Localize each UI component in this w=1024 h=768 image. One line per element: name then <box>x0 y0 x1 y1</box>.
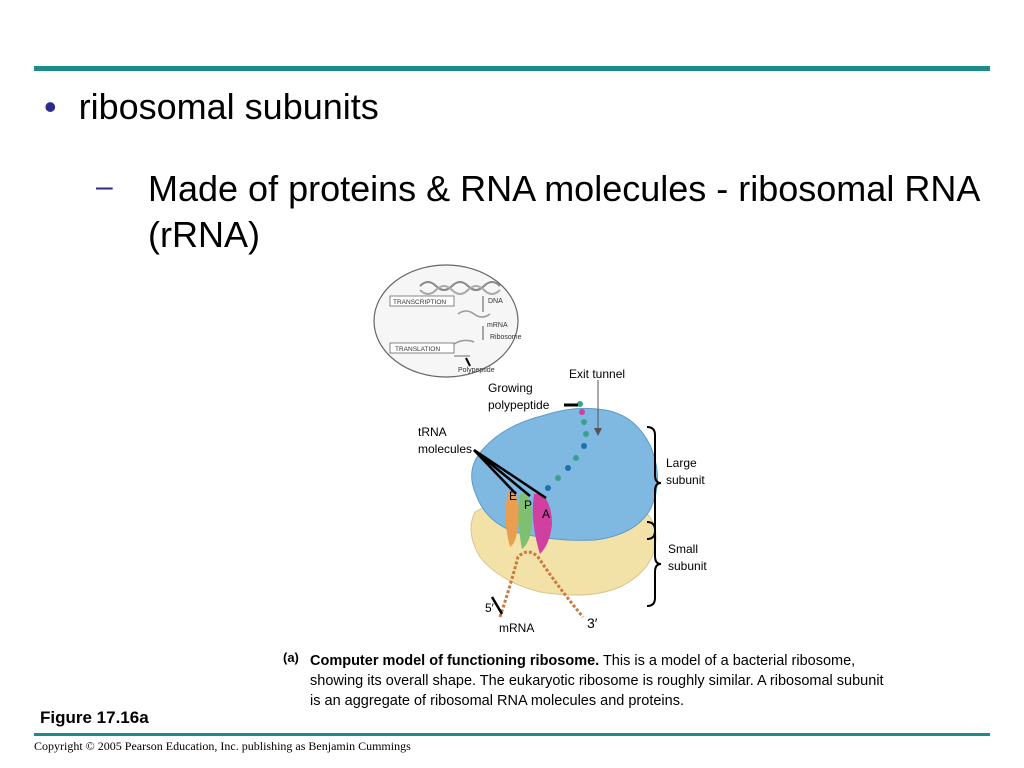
large-subunit-label: subunit <box>666 473 705 487</box>
growing-label: Growing <box>488 381 533 395</box>
caption-body: This is a model of a bacterial ribosome,… <box>310 653 884 709</box>
small-subunit-label: subunit <box>668 559 707 573</box>
transcription-label: TRANSCRIPTION <box>393 299 446 306</box>
e-site-trna <box>505 492 520 547</box>
dna-label: DNA <box>488 298 503 305</box>
mrna-strand <box>498 550 585 618</box>
caption-panel-label: (a) <box>283 650 299 665</box>
bullet-dot-icon: • <box>44 86 57 127</box>
small-subunit-brace <box>646 521 662 607</box>
large-subunit-shape <box>471 407 658 541</box>
figure-caption: Computer model of functioning ribosome. … <box>310 651 890 711</box>
bottom-rule <box>34 733 990 736</box>
polypeptide-label: Polypeptide <box>458 367 495 374</box>
transcription-box <box>389 295 455 307</box>
growing-polypeptide-chain <box>545 401 589 491</box>
inset-overview: TRANSCRIPTION DNA mRNA Ribosome TRANSLAT… <box>373 264 522 378</box>
copyright-footer: Copyright © 2005 Pearson Education, Inc.… <box>34 739 411 753</box>
translation-label: TRANSLATION <box>395 346 440 353</box>
ribosome-label: Ribosome <box>490 334 522 341</box>
polypeptide-chain-label: polypeptide <box>488 398 550 412</box>
a-site-label: A <box>542 507 550 521</box>
small-label: Small <box>668 542 698 556</box>
exit-tunnel-label: Exit tunnel <box>569 367 625 381</box>
bullet-text: ribosomal subunits <box>78 86 379 127</box>
trna-label: tRNA <box>418 425 447 439</box>
trna-molecules-label: molecules <box>418 442 472 456</box>
bullet-item: • ribosomal subunits <box>44 86 379 128</box>
top-rule <box>34 66 990 71</box>
ribosome-figure: TRANSCRIPTION DNA mRNA Ribosome TRANSLAT… <box>373 264 707 635</box>
translation-box <box>389 342 455 354</box>
caption-title: Computer model of functioning ribosome. <box>310 653 600 669</box>
inset-mrna-label: mRNA <box>487 322 508 329</box>
figure-number-label: Figure 17.16a <box>40 708 149 727</box>
large-label: Large <box>666 456 697 470</box>
three-prime-label: 3′ <box>587 615 598 631</box>
a-site-trna <box>532 494 552 554</box>
p-site-label: P <box>524 498 532 512</box>
sub-bullet-text: Made of proteins & RNA molecules - ribos… <box>148 168 979 255</box>
e-site-label: E <box>509 489 517 503</box>
five-prime-label: 5′ <box>485 601 495 615</box>
sub-bullet-dash-icon: – <box>96 170 113 203</box>
mrna-label: mRNA <box>499 621 534 635</box>
p-site-trna <box>518 494 533 549</box>
